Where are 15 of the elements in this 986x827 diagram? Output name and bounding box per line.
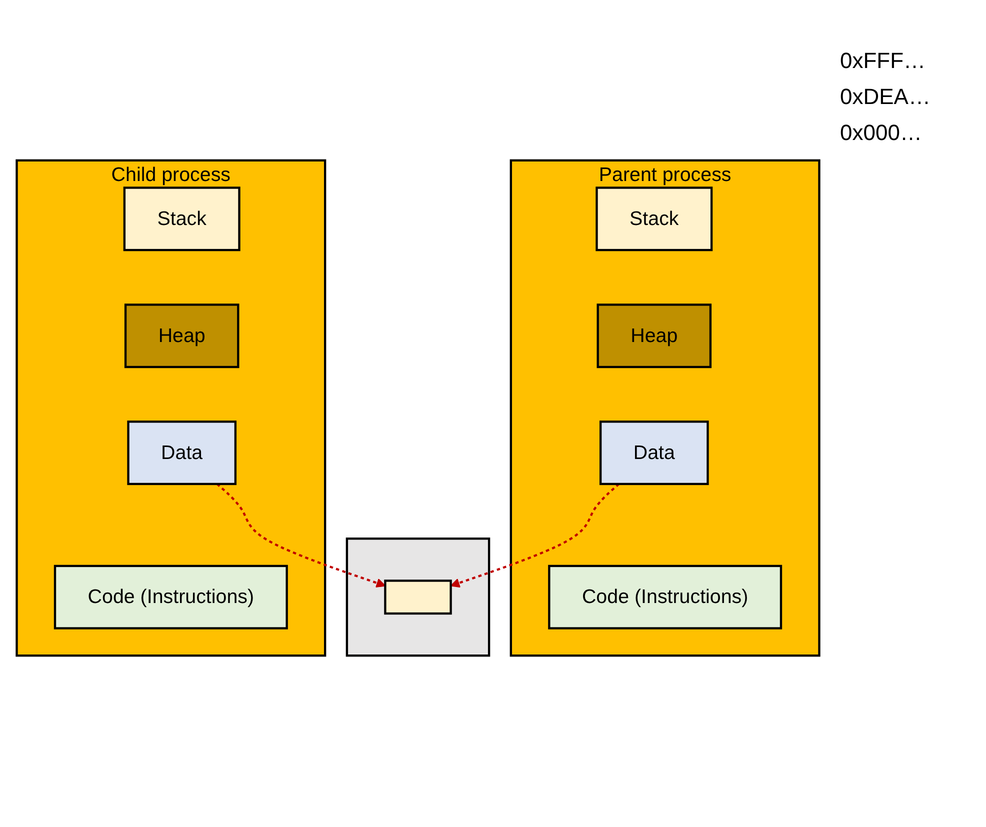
node-box — [384, 580, 452, 615]
node-box: Heap — [596, 304, 712, 368]
arrow — [216, 483, 386, 588]
node-box: Code (Instructions) — [54, 564, 288, 630]
node-box: Stack — [123, 186, 240, 252]
node-box: Stack — [596, 186, 713, 252]
node-box: Heap — [124, 304, 240, 368]
address-label: 0x000… — [840, 120, 923, 146]
node-box: Code (Instructions) — [548, 564, 782, 630]
cluster — [346, 538, 490, 657]
address-label: 0xFFF… — [840, 48, 927, 74]
address-label: 0xDEA… — [840, 84, 930, 110]
arrow — [450, 483, 620, 588]
node-box: Data — [599, 420, 709, 486]
node-box: Data — [127, 420, 237, 486]
